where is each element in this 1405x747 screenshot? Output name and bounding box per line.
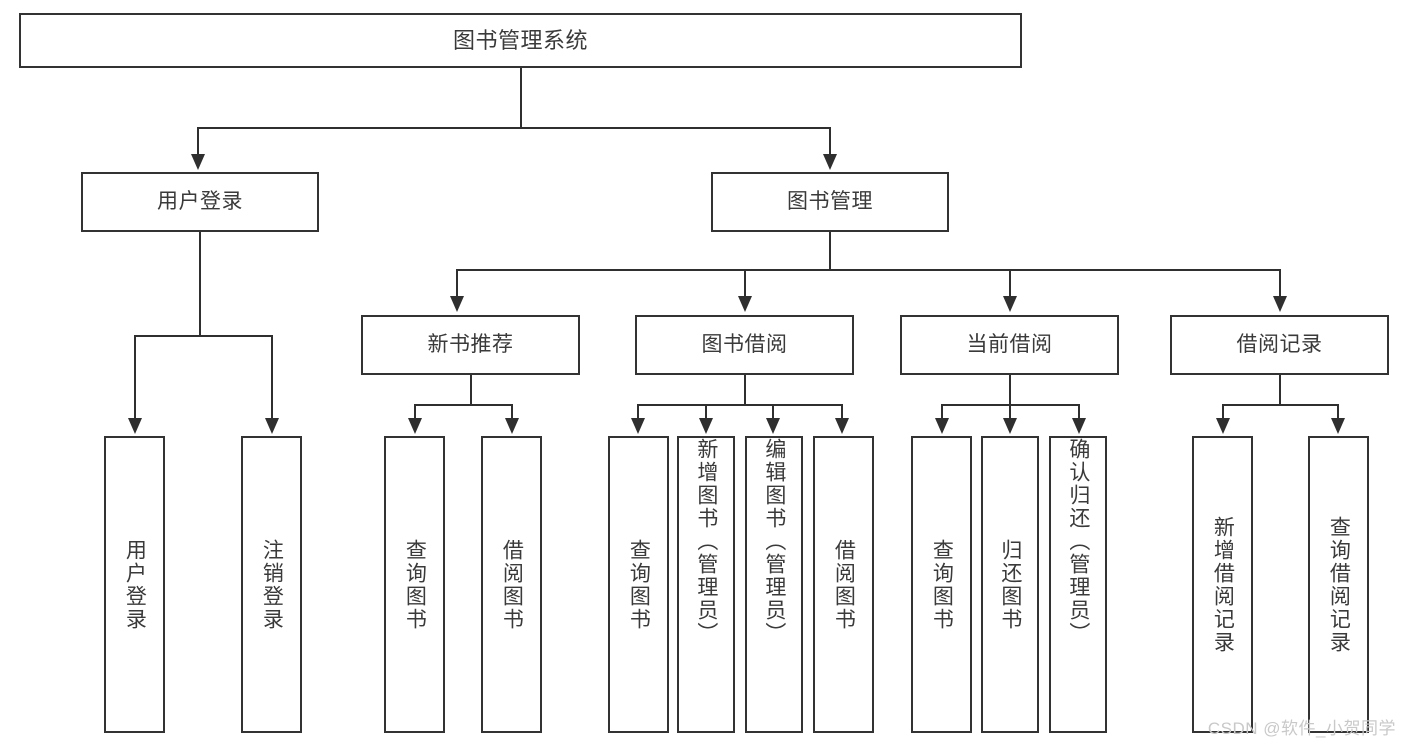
node-label: 借阅记录 — [1236, 332, 1323, 356]
leaf-cb-confirm-return-admin[interactable]: 确认归还（管理员） — [1049, 436, 1107, 733]
node-label: 用户登录 — [157, 189, 243, 213]
connector-br-leaf-1 — [1222, 404, 1224, 420]
connector-bm-to-book-borrow — [744, 269, 746, 298]
leaf-nbr-borrow-book[interactable]: 借阅图书 — [481, 436, 542, 733]
leaf-bb-edit-book-admin[interactable]: 编辑图书（管理员） — [745, 436, 803, 733]
arrow-bb-leaf-1 — [631, 418, 645, 434]
leaf-br-query-record[interactable]: 查询借阅记录 — [1308, 436, 1369, 733]
node-label: 确认归还（管理员） — [1066, 438, 1090, 645]
arrow-cb-leaf-2 — [1003, 418, 1017, 434]
node-label: 借阅图书 — [832, 538, 856, 631]
arrow-cb-leaf-3 — [1072, 418, 1086, 434]
leaf-bb-query-book[interactable]: 查询图书 — [608, 436, 669, 733]
node-label: 编辑图书（管理员） — [762, 438, 786, 645]
connector-user-login-bar — [134, 335, 272, 337]
node-label: 查询借阅记录 — [1327, 515, 1351, 654]
node-book-borrow[interactable]: 图书借阅 — [635, 315, 854, 375]
node-label: 图书管理系统 — [452, 27, 588, 53]
connector-bm-to-new-book — [456, 269, 458, 298]
node-label: 归还图书 — [998, 538, 1022, 631]
connector-cb-leaf-3 — [1078, 404, 1080, 420]
connector-bm-to-current-borrow — [1009, 269, 1011, 298]
node-label: 查询图书 — [930, 538, 954, 631]
connector-bb-trunk — [744, 375, 746, 406]
connector-br-trunk — [1279, 375, 1281, 406]
leaf-cb-return-book[interactable]: 归还图书 — [981, 436, 1039, 733]
node-borrow-record[interactable]: 借阅记录 — [1170, 315, 1389, 375]
node-label: 图书借阅 — [701, 332, 788, 356]
connector-cb-leaf-1 — [941, 404, 943, 420]
leaf-bb-add-book-admin[interactable]: 新增图书（管理员） — [677, 436, 735, 733]
arrow-user-login-leaf-2 — [265, 418, 279, 434]
connector-bm-to-borrow-record — [1279, 269, 1281, 298]
connector-bb-leaf-2 — [705, 404, 707, 420]
arrow-bm-to-borrow-record — [1273, 296, 1287, 312]
leaf-user-login-logout[interactable]: 注销登录 — [241, 436, 302, 733]
node-root-book-management-system[interactable]: 图书管理系统 — [19, 13, 1022, 68]
leaf-br-add-record[interactable]: 新增借阅记录 — [1192, 436, 1253, 733]
connector-nbr-trunk — [470, 375, 472, 406]
arrow-bm-to-new-book — [450, 296, 464, 312]
arrow-root-to-book-management — [823, 154, 837, 170]
arrow-br-leaf-2 — [1331, 418, 1345, 434]
node-label: 新增借阅记录 — [1211, 515, 1235, 654]
connector-bb-leaf-3 — [772, 404, 774, 420]
connector-br-leaf-2 — [1337, 404, 1339, 420]
leaf-user-login-login[interactable]: 用户登录 — [104, 436, 165, 733]
node-user-login[interactable]: 用户登录 — [81, 172, 319, 232]
arrow-root-to-user-login — [191, 154, 205, 170]
arrow-br-leaf-1 — [1216, 418, 1230, 434]
connector-root-to-book-management — [829, 127, 831, 156]
leaf-cb-query-book[interactable]: 查询图书 — [911, 436, 972, 733]
connector-nbr-leaf-2 — [511, 404, 513, 420]
node-label: 图书管理 — [787, 189, 873, 213]
arrow-bm-to-current-borrow — [1003, 296, 1017, 312]
connector-book-management-trunk — [829, 232, 831, 271]
connector-user-login-trunk — [199, 232, 201, 336]
arrow-bb-leaf-3 — [766, 418, 780, 434]
node-label: 新书推荐 — [427, 332, 514, 356]
connector-br-bar — [1222, 404, 1338, 406]
connector-bb-leaf-1 — [637, 404, 639, 420]
connector-root-trunk — [520, 68, 522, 127]
connector-root-to-user-login — [197, 127, 199, 156]
arrow-bb-leaf-4 — [835, 418, 849, 434]
node-label: 用户登录 — [123, 538, 147, 631]
node-label: 当前借阅 — [966, 332, 1053, 356]
arrow-cb-leaf-1 — [935, 418, 949, 434]
connector-bb-bar — [637, 404, 843, 406]
node-current-borrow[interactable]: 当前借阅 — [900, 315, 1119, 375]
node-label: 借阅图书 — [500, 538, 524, 631]
connector-user-login-leaf-2 — [271, 335, 273, 420]
connector-nbr-bar — [414, 404, 512, 406]
watermark: CSDN @软件_小贺同学 — [1207, 719, 1396, 738]
connector-user-login-leaf-1 — [134, 335, 136, 420]
connector-cb-leaf-2 — [1009, 404, 1011, 420]
node-new-book-recommend[interactable]: 新书推荐 — [361, 315, 580, 375]
node-label: 注销登录 — [260, 538, 284, 631]
arrow-bm-to-book-borrow — [738, 296, 752, 312]
connector-book-management-bar — [456, 269, 1281, 271]
connector-nbr-leaf-1 — [414, 404, 416, 420]
arrow-nbr-leaf-1 — [408, 418, 422, 434]
arrow-nbr-leaf-2 — [505, 418, 519, 434]
arrow-user-login-leaf-1 — [128, 418, 142, 434]
node-label: 查询图书 — [403, 538, 427, 631]
connector-bb-leaf-4 — [841, 404, 843, 420]
connector-cb-trunk — [1009, 375, 1011, 406]
connector-root-bar — [197, 127, 831, 129]
node-book-management[interactable]: 图书管理 — [711, 172, 949, 232]
arrow-bb-leaf-2 — [699, 418, 713, 434]
node-label: 新增图书（管理员） — [694, 438, 718, 645]
node-label: 查询图书 — [627, 538, 651, 631]
leaf-bb-borrow-book[interactable]: 借阅图书 — [813, 436, 874, 733]
leaf-nbr-query-book[interactable]: 查询图书 — [384, 436, 445, 733]
